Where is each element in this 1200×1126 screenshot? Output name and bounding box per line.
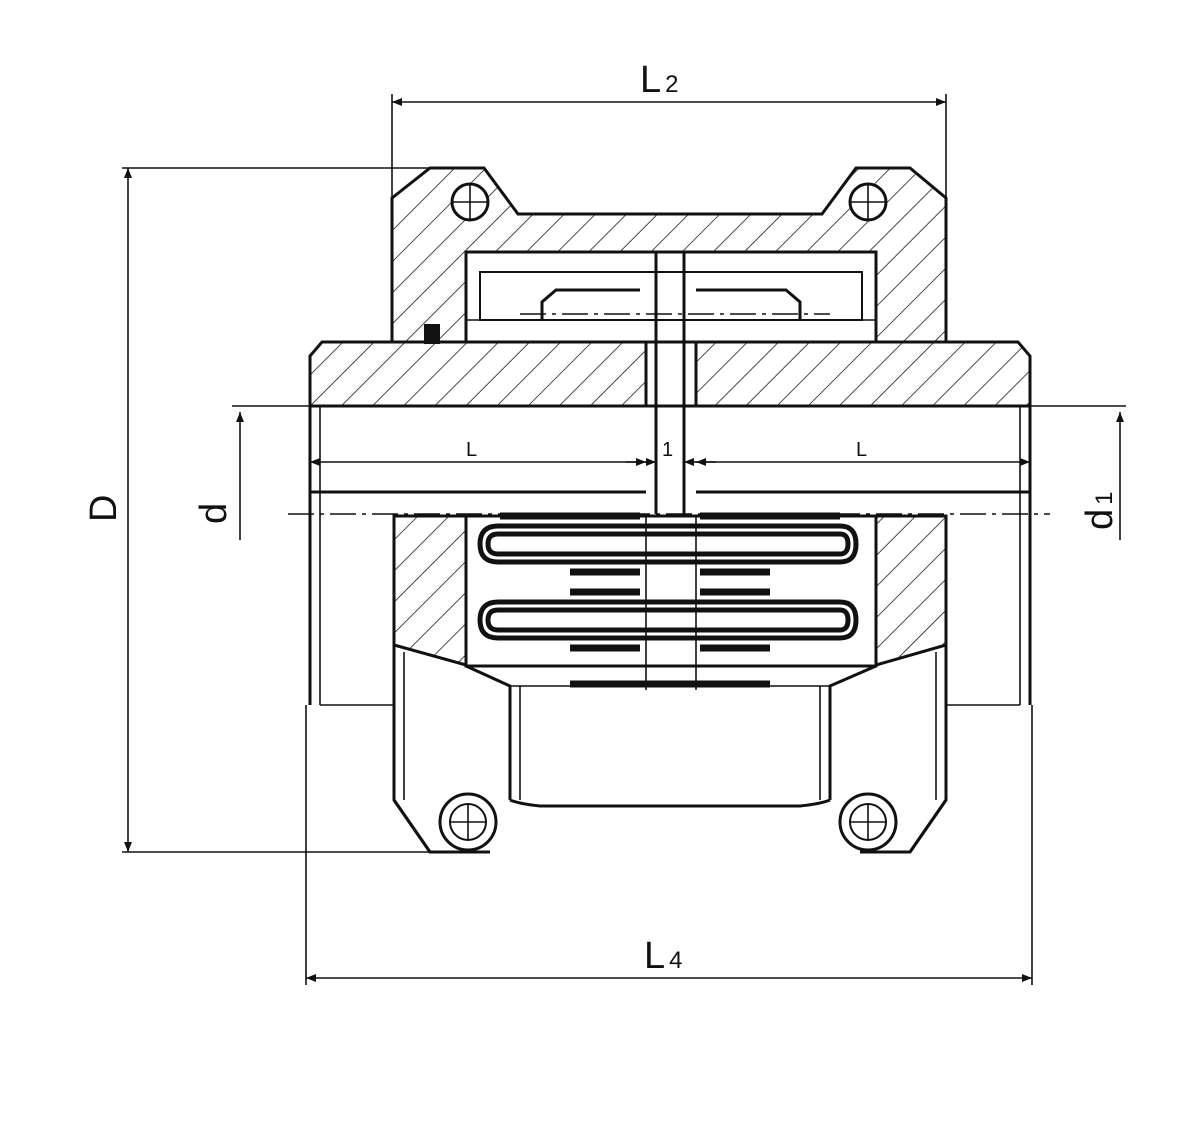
hub-left xyxy=(308,340,648,408)
bolt-hole-upper-right xyxy=(848,182,888,222)
svg-text:d: d xyxy=(193,503,235,524)
hub-lower-section-left xyxy=(392,514,468,667)
serpentine-spring xyxy=(477,512,859,690)
cover-lower-exterior xyxy=(320,645,1020,854)
svg-text:1: 1 xyxy=(662,439,673,461)
dimension-D: D xyxy=(83,167,430,853)
svg-text:L: L xyxy=(856,439,867,461)
shaft-bore xyxy=(308,404,1032,705)
hub-right xyxy=(694,340,1032,408)
bolt-hole-lower-right xyxy=(838,792,898,852)
svg-text:D: D xyxy=(83,495,125,522)
bolt-hole-lower-left xyxy=(438,792,498,852)
svg-text:L2: L2 xyxy=(640,59,679,101)
dimension-d: d xyxy=(193,405,310,540)
seal-ring xyxy=(424,324,440,344)
dimension-gap: 1 xyxy=(626,439,716,466)
bolt-hole-upper-left xyxy=(450,182,490,222)
hub-lower-section-right xyxy=(874,514,948,667)
dimension-d1: d1 xyxy=(1030,405,1126,540)
svg-text:L4: L4 xyxy=(644,935,683,977)
dimension-L-left: L xyxy=(310,439,646,466)
spring-cavity xyxy=(464,514,878,668)
dimension-L-right: L xyxy=(696,439,1030,466)
svg-text:L: L xyxy=(466,439,477,461)
svg-text:d1: d1 xyxy=(1079,492,1121,531)
hub-gap xyxy=(654,252,686,514)
cover-inner-cavity xyxy=(464,250,878,344)
